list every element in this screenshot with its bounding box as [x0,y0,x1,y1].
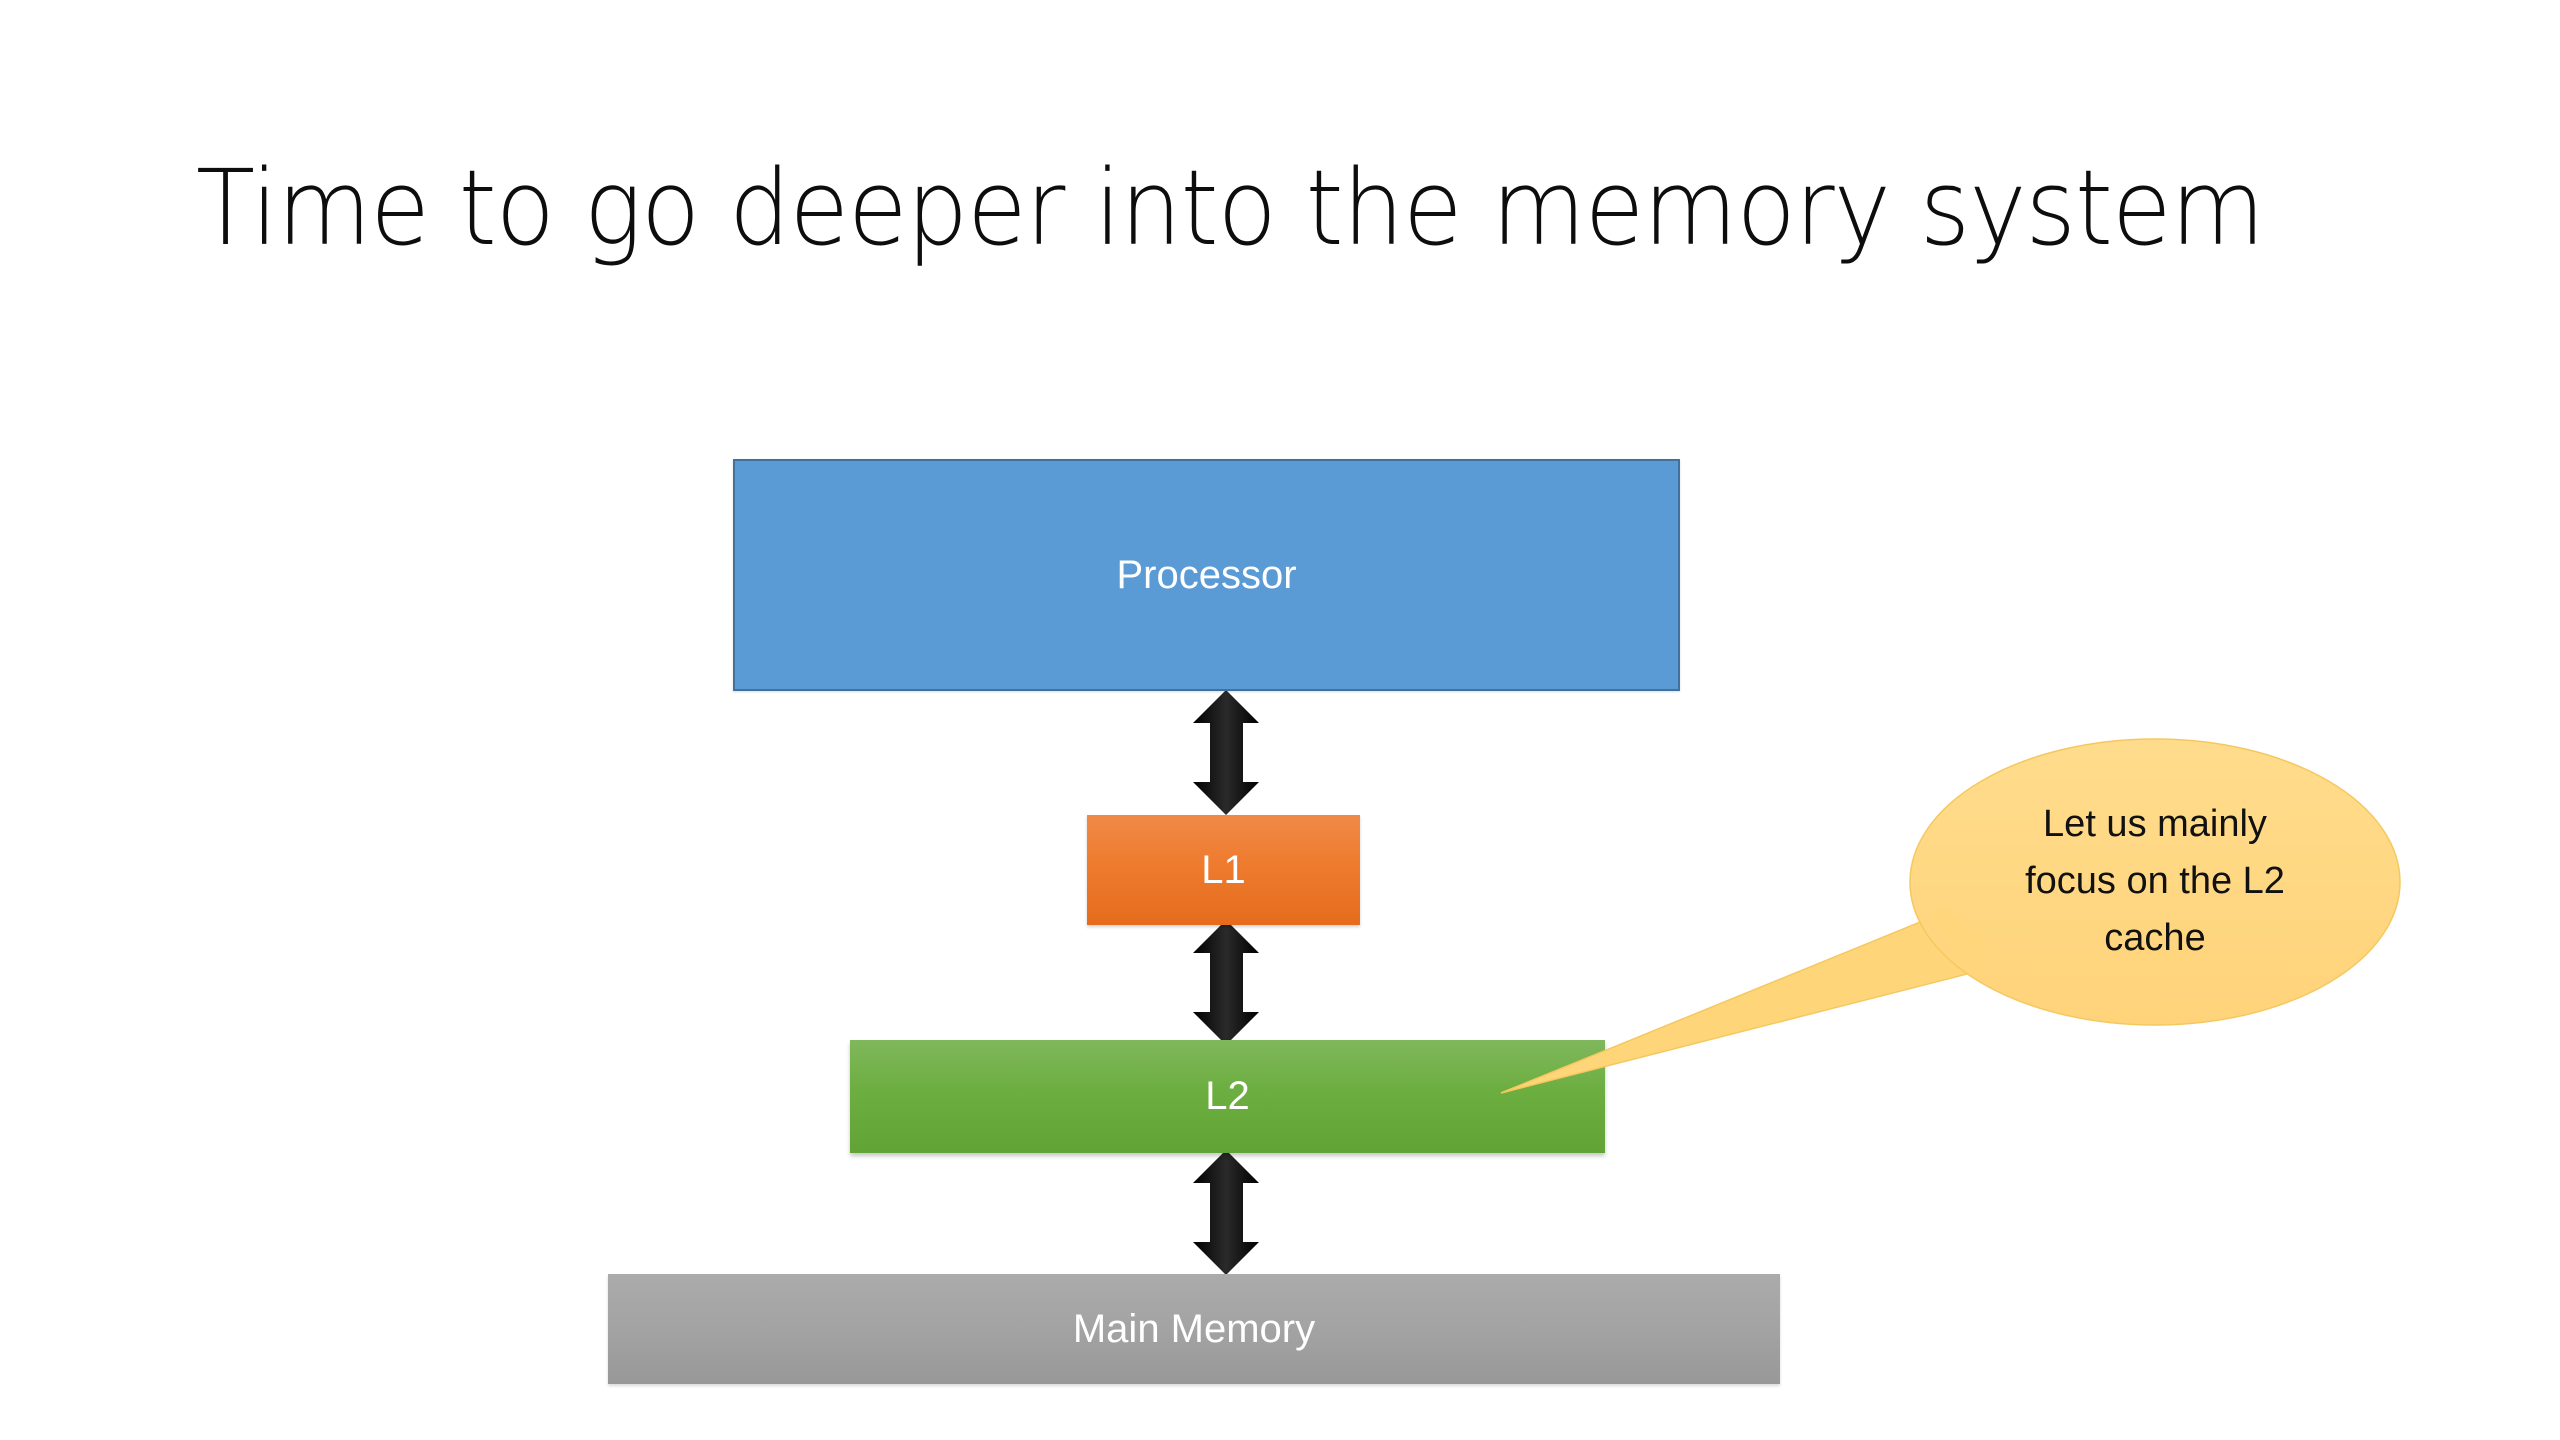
callout-line-2: focus on the L2 [2025,860,2285,902]
l1-cache-box: L1 [1087,815,1360,925]
main-memory-box: Main Memory [608,1274,1780,1384]
callout-line-1: Let us mainly [2043,803,2267,845]
l2-cache-box: L2 [850,1040,1605,1153]
callout-line-3: cache [2104,917,2206,959]
callout-text: Let us mainly focus on the L2 cache [1960,796,2350,967]
processor-box: Processor [733,459,1680,691]
bidirectional-arrow-l1-l2 [1193,920,1259,1045]
main-memory-label: Main Memory [1072,1306,1316,1351]
bidirectional-arrow-processor-l1 [1193,690,1259,815]
l2-label: L2 [1205,1074,1250,1118]
processor-label: Processor [1116,552,1297,597]
l1-label: L1 [1201,847,1246,892]
bidirectional-arrow-l2-main-memory [1193,1150,1259,1275]
slide-title: Time to go deeper into the memory system [196,147,2265,269]
